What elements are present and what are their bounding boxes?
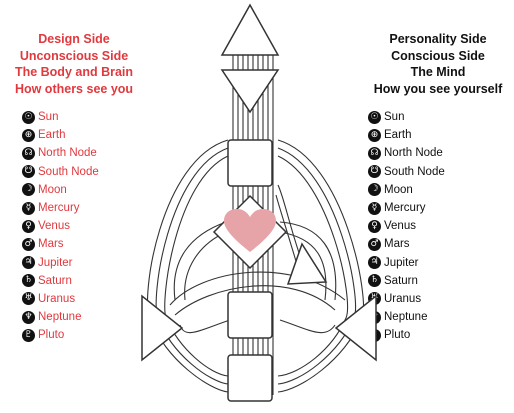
north-node-icon: ☊	[368, 146, 381, 160]
planet-item: ☽Moon	[22, 181, 99, 199]
planet-label: Jupiter	[384, 256, 419, 269]
planet-label: Venus	[384, 220, 416, 233]
planet-label: Saturn	[384, 274, 418, 287]
sacral-center	[227, 291, 273, 339]
heading-line: Design Side	[38, 32, 110, 46]
planet-item: ♀Venus	[368, 217, 445, 235]
planet-label: South Node	[38, 165, 99, 178]
planet-label: Earth	[384, 129, 412, 142]
planet-item: ⊕Earth	[368, 126, 445, 144]
planet-label: North Node	[38, 147, 97, 160]
venus-icon: ♀	[368, 219, 381, 233]
mars-icon: ♂	[22, 237, 35, 251]
planet-label: Sun	[384, 111, 405, 124]
planet-label: North Node	[384, 147, 443, 160]
planet-item: ♃Jupiter	[22, 254, 99, 272]
planet-item: ☿Mercury	[22, 199, 99, 217]
heading-line: Unconscious Side	[19, 48, 129, 63]
sun-icon: ☉	[22, 110, 35, 124]
planet-item: ♇Pluto	[22, 326, 99, 344]
planet-item: ☋South Node	[368, 163, 445, 181]
planet-label: Mars	[38, 238, 64, 251]
planet-label: Mars	[384, 238, 410, 251]
earth-icon: ⊕	[22, 128, 35, 142]
planet-label: Mercury	[38, 202, 80, 215]
planet-item: ♀Venus	[22, 217, 99, 235]
personality-side-heading: Personality Side Conscious Side The Mind…	[364, 31, 512, 97]
planet-item: ♄Saturn	[22, 272, 99, 290]
planet-label: Venus	[38, 220, 70, 233]
uranus-icon: ♅	[22, 292, 35, 306]
heading-line: The Body and Brain	[14, 65, 134, 79]
planet-label: Earth	[38, 129, 66, 142]
mercury-icon: ☿	[22, 201, 35, 215]
mars-icon: ♂	[368, 237, 381, 251]
planet-item: ☉Sun	[368, 108, 445, 126]
ajna-center	[220, 69, 280, 114]
planet-item: ♂Mars	[22, 235, 99, 253]
planet-item: ⊕Earth	[22, 126, 99, 144]
venus-icon: ♀	[22, 219, 35, 233]
planet-label: Neptune	[384, 311, 428, 324]
planet-label: South Node	[384, 165, 445, 178]
jupiter-icon: ♃	[368, 256, 381, 270]
neptune-icon: ♆	[22, 310, 35, 324]
planet-item: ♃Jupiter	[368, 254, 445, 272]
design-side-heading: Design Side Unconscious Side The Body an…	[0, 31, 148, 97]
heart-icon	[224, 209, 276, 252]
moon-icon: ☽	[22, 183, 35, 197]
planet-item: ♄Saturn	[368, 272, 445, 290]
south-node-icon: ☋	[22, 165, 35, 179]
saturn-icon: ♄	[368, 274, 381, 288]
planet-label: Jupiter	[38, 256, 73, 269]
mercury-icon: ☿	[368, 201, 381, 215]
planet-item: ☋South Node	[22, 163, 99, 181]
earth-icon: ⊕	[368, 128, 381, 142]
planet-item: ♂Mars	[368, 235, 445, 253]
design-planet-list: ☉Sun⊕Earth☊North Node☋South Node☽Moon☿Me…	[22, 108, 99, 344]
jupiter-icon: ♃	[22, 256, 35, 270]
planet-label: Pluto	[384, 329, 411, 342]
heading-line: How others see you	[14, 81, 134, 96]
planet-label: Neptune	[38, 311, 82, 324]
solar-plexus-center	[334, 294, 377, 362]
planet-label: Sun	[38, 111, 59, 124]
planet-label: Mercury	[384, 202, 426, 215]
bodygraph-diagram	[141, 3, 377, 402]
planet-item: ♆Neptune	[22, 308, 99, 326]
heading-line: The Mind	[410, 65, 466, 79]
planet-label: Uranus	[384, 292, 422, 305]
heading-line: Conscious Side	[391, 48, 485, 63]
pluto-icon: ♇	[22, 328, 35, 342]
planet-label: Pluto	[38, 329, 65, 342]
head-center	[220, 3, 280, 56]
throat-center	[227, 139, 273, 187]
planet-item: ☊North Node	[22, 144, 99, 162]
planet-label: Saturn	[38, 274, 72, 287]
planet-item: ☊North Node	[368, 144, 445, 162]
spleen-center	[141, 294, 184, 362]
planet-label: Moon	[38, 183, 67, 196]
heading-line: Personality Side	[389, 32, 487, 46]
heading-line: How you see yourself	[373, 81, 503, 96]
root-center	[227, 354, 273, 402]
ego-center	[286, 242, 328, 285]
north-node-icon: ☊	[22, 146, 35, 160]
moon-icon: ☽	[368, 183, 381, 197]
sun-icon: ☉	[368, 110, 381, 124]
planet-item: ☽Moon	[368, 181, 445, 199]
south-node-icon: ☋	[368, 165, 381, 179]
planet-item: ☉Sun	[22, 108, 99, 126]
saturn-icon: ♄	[22, 274, 35, 288]
planet-item: ☿Mercury	[368, 199, 445, 217]
planet-label: Uranus	[38, 292, 76, 305]
planet-item: ♅Uranus	[22, 290, 99, 308]
planet-label: Moon	[384, 183, 413, 196]
